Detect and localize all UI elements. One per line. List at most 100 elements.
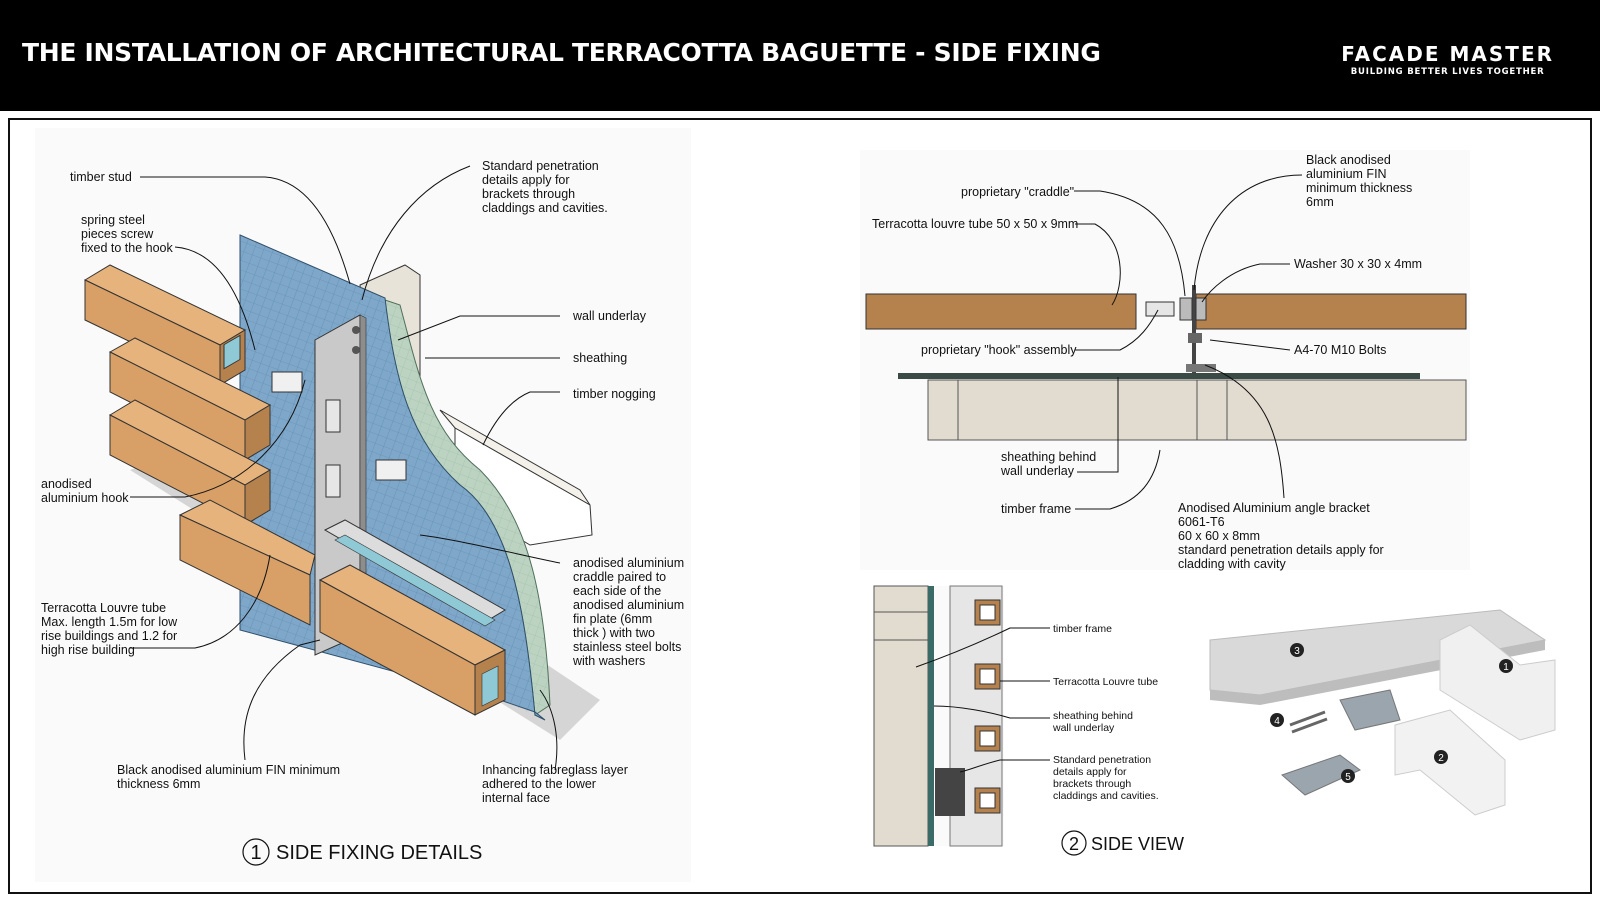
badge-4: 4 [1274, 716, 1280, 727]
label2-bracket-3: 60 x 60 x 8mm [1178, 529, 1260, 543]
detail-side-fixing: timber stud spring steel pieces screw fi… [35, 128, 691, 882]
section-labels: timber frame Terracotta Louvre tube shea… [1052, 623, 1159, 802]
label3-timber-frame: timber frame [1053, 623, 1112, 635]
label2-bracket-2: 6061-T6 [1178, 515, 1225, 529]
part-spring [1281, 754, 1361, 796]
part-screws [1289, 710, 1328, 734]
section-louvres [974, 599, 1001, 814]
side-tube-right [1195, 293, 1467, 330]
label-std-pen-3: brackets through [482, 187, 575, 201]
content-frame [8, 118, 1592, 894]
label2-sheathing-1: sheathing behind [1001, 450, 1096, 464]
terracotta-tube-3 [108, 399, 272, 526]
label-craddle-1: anodised aluminium [573, 556, 684, 570]
brand-logo: FACADE MASTER BUILDING BETTER LIVES TOGE… [1341, 42, 1554, 77]
label-craddle-3: each side of the [573, 584, 661, 598]
label-wall-underlay: wall underlay [572, 309, 647, 323]
label-std-pen-2: details apply for [482, 173, 570, 187]
label2-bracket-4: standard penetration details apply for [1178, 543, 1384, 557]
label3-std-pen-2: details apply for [1053, 766, 1127, 778]
part-clip [1339, 689, 1401, 731]
detail2-leader-lines [1074, 174, 1303, 510]
badge-3: 3 [1294, 646, 1300, 657]
header-bar: THE INSTALLATION OF ARCHITECTURAL TERRAC… [0, 0, 1600, 111]
label-craddle-6: thick ) with two [573, 626, 655, 640]
side-tube-left [865, 293, 1137, 330]
detail2-labels: proprietary "craddle" Terracotta louvre … [872, 153, 1422, 571]
detail-side-view: proprietary "craddle" Terracotta louvre … [860, 150, 1470, 571]
caption-side-view: 2 SIDE VIEW [1061, 830, 1184, 856]
part-number-badges: 3 1 4 2 5 [1270, 643, 1513, 783]
label-black-fin-1: Black anodised aluminium FIN minimum [117, 763, 340, 777]
terracotta-tube-2 [108, 337, 272, 461]
section-timber-frame [873, 585, 929, 847]
brand-name: FACADE MASTER [1341, 42, 1554, 66]
label3-std-pen-3: brackets through [1053, 778, 1131, 790]
craddle-channel [323, 519, 506, 627]
label2-timber-frame: timber frame [1001, 502, 1071, 516]
badge-5: 5 [1345, 772, 1351, 783]
label2-louvre-tube: Terracotta louvre tube 50 x 50 x 9mm [872, 217, 1078, 231]
section-bracket [935, 768, 965, 816]
detail-section-view: timber frame Terracotta Louvre tube shea… [873, 585, 1184, 856]
page-title: THE INSTALLATION OF ARCHITECTURAL TERRAC… [22, 38, 1101, 67]
badge-1: 1 [1503, 662, 1509, 673]
components-photo: 3 1 4 2 5 [1209, 609, 1556, 816]
label2-washer: Washer 30 x 30 x 4mm [1294, 257, 1422, 271]
label-std-pen-4: claddings and cavities. [482, 201, 608, 215]
side-fin-assembly [1145, 285, 1216, 375]
badge-2: 2 [1438, 753, 1444, 764]
caption2-number: 2 [1069, 834, 1079, 854]
terracotta-tube-1 [83, 264, 247, 386]
label-timber-nogging: timber nogging [573, 387, 656, 401]
section-sheathing [928, 586, 934, 846]
label2-bolts: A4-70 M10 Bolts [1294, 343, 1386, 357]
label3-sheathing-2: wall underlay [1052, 722, 1115, 734]
label-hook-1: anodised [41, 477, 92, 491]
label3-sheathing-1: sheathing behind [1053, 710, 1133, 722]
terracotta-tube-long [178, 499, 507, 716]
timber-frame-block [927, 379, 1467, 441]
label2-bracket-5: cladding with cavity [1178, 557, 1286, 571]
label2-hook-assembly: proprietary "hook" assembly [921, 343, 1077, 357]
label-louvre-3: rise buildings and 1.2 for [41, 629, 177, 643]
label-fabreglass-3: internal face [482, 791, 550, 805]
label-louvre-2: Max. length 1.5m for low [41, 615, 178, 629]
label-craddle-5: fin plate (6mm [573, 612, 652, 626]
detail2-background [860, 150, 1470, 570]
caption-side-fixing: 1 SIDE FIXING DETAILS [242, 838, 482, 866]
label-louvre-1: Terracotta Louvre tube [41, 601, 166, 615]
label-craddle-2: craddle paired to [573, 570, 666, 584]
label-std-pen-1: Standard penetration [482, 159, 599, 173]
label3-louvre: Terracotta Louvre tube [1053, 676, 1158, 688]
label-craddle-7: stainless steel bolts [573, 640, 681, 654]
label-craddle-4: anodised aluminium [573, 598, 684, 612]
label3-std-pen-1: Standard penetration [1053, 754, 1151, 766]
label2-craddle: proprietary "craddle" [961, 185, 1074, 199]
label2-bracket-1: Anodised Aluminium angle bracket [1178, 501, 1370, 515]
label2-fin-4: 6mm [1306, 195, 1334, 209]
detail1-labels: timber stud spring steel pieces screw fi… [41, 159, 684, 805]
label-spring-steel-1: spring steel [81, 213, 145, 227]
label-black-fin-2: thickness 6mm [117, 777, 200, 791]
fin-brackets [271, 371, 407, 498]
label-fabreglass-1: Inhancing fabreglass layer [482, 763, 628, 777]
label2-sheathing-2: wall underlay [1000, 464, 1075, 478]
sheathing-strip [898, 373, 1420, 379]
label-sheathing: sheathing [573, 351, 627, 365]
brand-tagline: BUILDING BETTER LIVES TOGETHER [1350, 67, 1545, 77]
label-louvre-4: high rise building [41, 643, 135, 657]
label-spring-steel-3: fixed to the hook [81, 241, 173, 255]
part-bracket-2 [1394, 709, 1506, 816]
label2-fin-3: minimum thickness [1306, 181, 1412, 195]
section-leader-lines [915, 627, 1050, 773]
detail1-leader-lines [130, 165, 561, 771]
label-craddle-8: with washers [572, 654, 645, 668]
caption1-number: 1 [250, 842, 261, 864]
part-bracket-1 [1439, 624, 1556, 741]
label-hook-2: aluminium hook [41, 491, 129, 505]
caption1-text: SIDE FIXING DETAILS [276, 842, 482, 864]
label-fabreglass-2: adhered to the lower [482, 777, 596, 791]
label2-fin-2: aluminium FIN [1306, 167, 1387, 181]
